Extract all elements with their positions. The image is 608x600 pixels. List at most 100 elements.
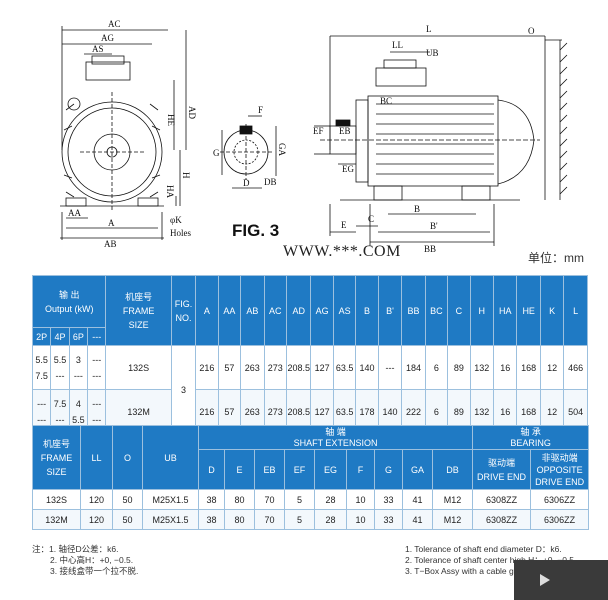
dim-label-bb: BB [424, 244, 436, 254]
header-opp-en2: DRIVE END [535, 476, 585, 487]
cell-value: 3 [75, 354, 81, 365]
cell-value: 127 [310, 345, 334, 390]
cell-value: 12 [539, 345, 565, 390]
dim-label-ef: EF [313, 126, 324, 136]
cell-value: 80 [224, 509, 255, 530]
header-shaft-d: D [198, 449, 225, 490]
header-ub: UB [142, 425, 199, 490]
cell-value: 216 [195, 389, 219, 434]
cell-value: 10 [346, 509, 375, 530]
header-frame-size: SIZE [46, 466, 67, 477]
cell-value: 89 [447, 345, 471, 390]
header-shaft-eb: EB [254, 449, 285, 490]
header-dim-aa: AA [217, 275, 242, 346]
header-shaft-cn: 轴 端 [325, 426, 346, 437]
cell-value: 80 [224, 489, 255, 510]
cell-o: 50 [112, 489, 143, 510]
dim-label-ha: HA [165, 185, 175, 198]
cell-value: 5.5 [35, 354, 48, 365]
cell-value: 7.5 [35, 370, 48, 381]
table-row: 132M 120 50 M25X1.5 38 80 70 5 28 10 33 … [32, 509, 590, 530]
dim-label-he: HE [166, 114, 176, 126]
note-line: 注：1. 轴径D公差：k6. [32, 544, 119, 554]
header-drive-end: 驱动端 DRIVE END [472, 449, 532, 490]
header-dim-k: K [539, 275, 565, 346]
header-frame-size: SIZE [128, 319, 149, 330]
header-o: O [112, 425, 143, 490]
header-dim-he: HE [516, 275, 541, 346]
unit-label: 单位：mm [528, 251, 584, 265]
cell-value: 216 [195, 345, 219, 390]
header-pole-6p: 6P [68, 327, 89, 346]
dim-label-ag: AG [101, 33, 114, 43]
cell-value: 5.5 [72, 414, 85, 425]
header-shaft-db: DB [431, 449, 474, 490]
cell-value: 184 [401, 345, 426, 390]
cell-drive-bearing: 6308ZZ [472, 489, 532, 510]
cell-value: --- [92, 398, 102, 409]
cell-other: --- --- [87, 345, 107, 390]
table-row: 5.5 7.5 5.5 --- 3 --- --- --- 132S 3 216… [31, 345, 588, 434]
cell-o: 50 [112, 509, 143, 530]
header-shaft-ga: GA [402, 449, 433, 490]
header-drive-cn: 驱动端 [488, 457, 516, 468]
header-bearing: 轴 承 BEARING [472, 425, 590, 450]
dim-label-ac: AC [108, 19, 121, 29]
header-dim-b: B [355, 275, 379, 346]
cell-value: 5 [284, 489, 315, 510]
watermark-text: WWW.***.COM [283, 243, 401, 260]
notes-chinese: 注：1. 轴径D公差：k6. 2. 中心高H：+0, −0.5. 3. 接线盒带… [32, 544, 138, 577]
header-shaft-e: E [224, 449, 255, 490]
header-shaft-g: G [374, 449, 403, 490]
header-dim-ag: AG [310, 275, 334, 346]
header-frame-cn: 机座号 [42, 438, 70, 449]
cell-value: --- [377, 345, 403, 390]
header-dim-b-prime: B' [377, 275, 403, 346]
header-pole-other: --- [87, 327, 107, 346]
dim-label-ga: GA [277, 143, 287, 156]
cell-value: 273 [263, 345, 287, 390]
play-overlay-button[interactable] [514, 560, 608, 600]
header-pole-4p: 4P [50, 327, 70, 346]
cell-value: M12 [431, 489, 474, 510]
header-output-en: Output (kW) [44, 303, 94, 314]
cell-2p: --- --- [31, 389, 52, 434]
dim-label-e: E [341, 220, 347, 230]
dim-label-ll: LL [392, 40, 403, 50]
note-line: 2. 中心高H：+0, −0.5. [50, 555, 134, 565]
motor-dimension-drawing: AC AG AS AD HE H HA AA A AB φK Holes F G… [60, 19, 568, 254]
header-opp-cn: 非驱动端 [541, 452, 578, 463]
cell-value: 127 [310, 389, 334, 434]
note-line: 3. 接线盒带一个拉不脱. [50, 566, 139, 576]
header-pole-2p: 2P [31, 327, 52, 346]
header-output: 输 出 Output (kW) [31, 275, 107, 328]
cell-opposite-bearing: 6306ZZ [530, 489, 590, 510]
header-ll: LL [80, 425, 113, 490]
cell-value: 7.5 [53, 398, 67, 409]
cell-value: 38 [198, 489, 225, 510]
cell-drive-bearing: 6308ZZ [472, 509, 532, 530]
cell-value: 38 [198, 509, 225, 530]
header-opposite-end: 非驱动端 OPPOSITE DRIVE END [530, 449, 590, 490]
header-shaft-f: F [346, 449, 375, 490]
header-frame-cn: 机座号 [125, 291, 153, 302]
cell-value: --- [37, 398, 47, 409]
cell-6p: 3 --- [68, 345, 89, 390]
dim-label-f: F [258, 105, 263, 115]
dim-label-eg: EG [342, 164, 354, 174]
cell-value: --- [73, 370, 83, 381]
header-dim-ad: AD [285, 275, 312, 346]
cell-value: 6 [424, 345, 449, 390]
dim-label-ub: UB [426, 48, 439, 58]
cell-value: 28 [314, 489, 347, 510]
header-opp-en1: OPPOSITE [536, 464, 583, 475]
cell-value: --- [55, 414, 65, 425]
cell-value: 263 [240, 345, 265, 390]
cell-opposite-bearing: 6306ZZ [530, 509, 590, 530]
cell-frame: 132M [32, 509, 81, 530]
cell-value: 63.5 [332, 389, 357, 434]
cell-value: 41 [402, 509, 433, 530]
dim-label-b-prime: B' [430, 221, 438, 231]
header-fig-no: NO. [175, 312, 192, 323]
dim-label-bc: BC [380, 96, 392, 106]
